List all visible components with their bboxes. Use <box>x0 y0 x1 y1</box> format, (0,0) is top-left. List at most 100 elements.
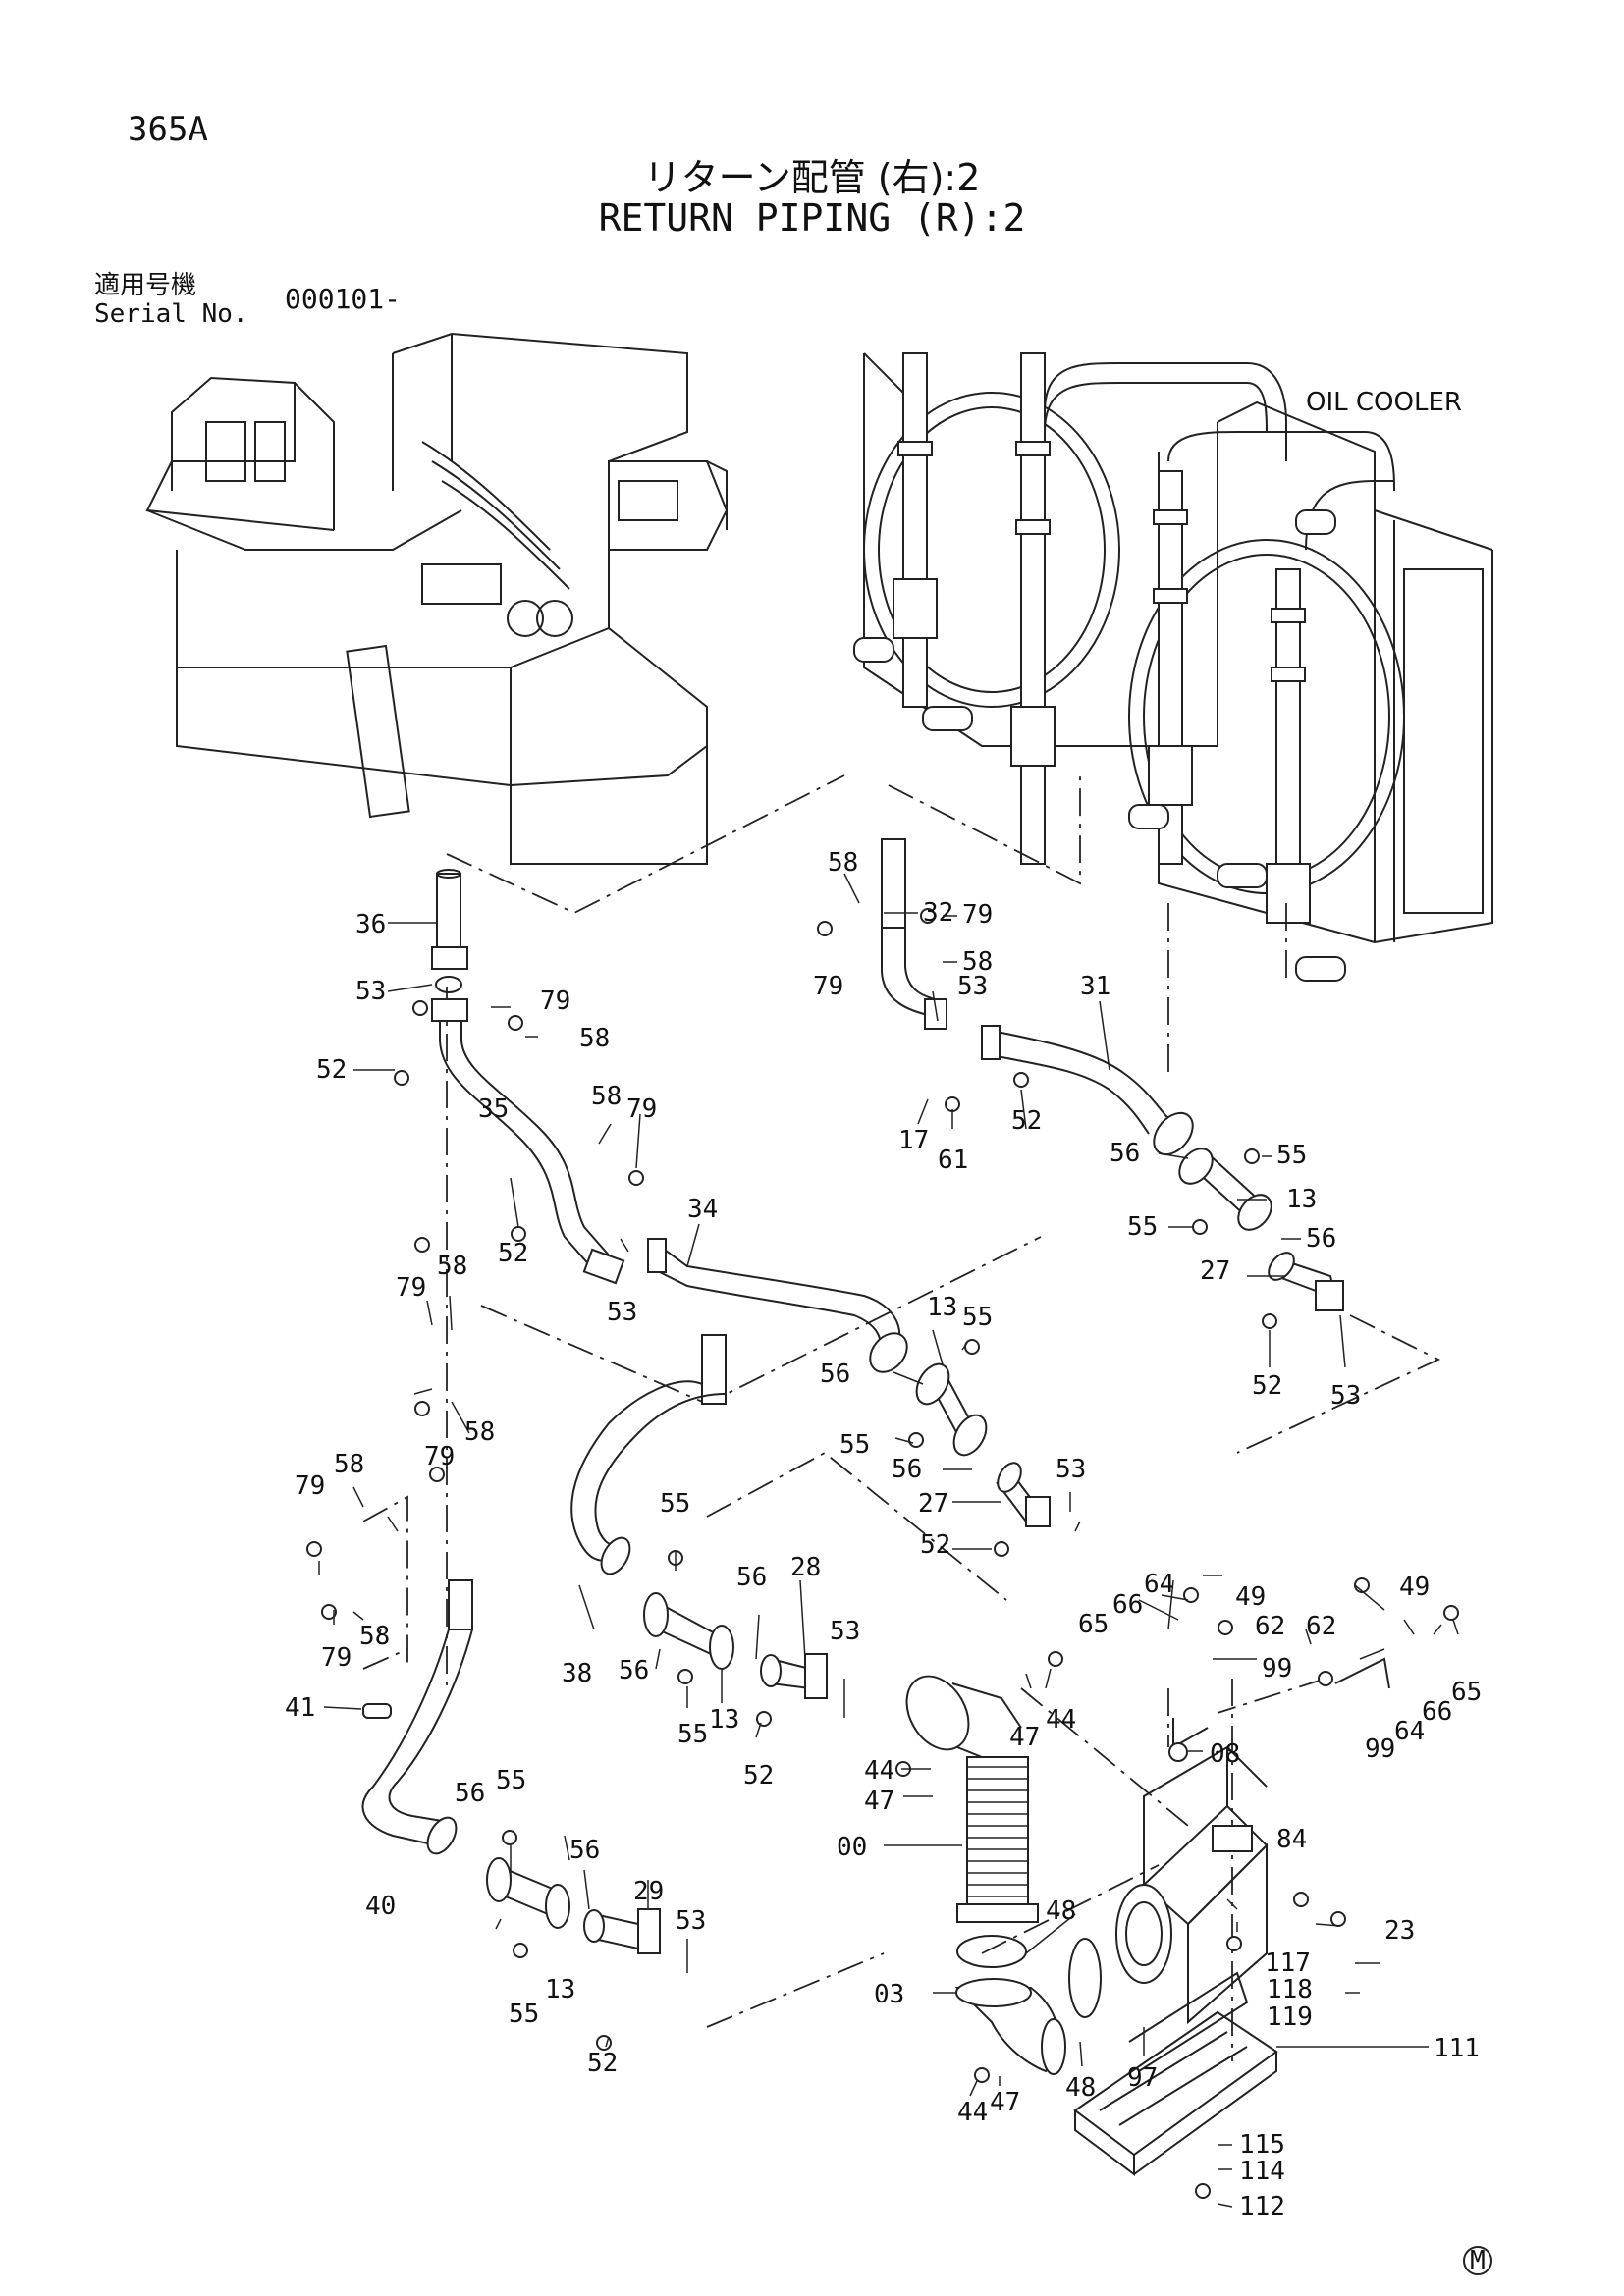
callout-79: 79 <box>321 1643 352 1673</box>
callout-labels: 36 53 79 58 52 35 58 79 52 53 34 58 32 7… <box>285 848 1482 2221</box>
callout-53: 53 <box>957 972 988 1001</box>
callout-48: 48 <box>1065 2073 1096 2103</box>
callout-52: 52 <box>1011 1106 1042 1136</box>
callout-44: 44 <box>957 2098 988 2127</box>
callout-52: 52 <box>743 1761 774 1790</box>
oil-cooler-label: OIL COOLER <box>1306 388 1462 417</box>
callout-61: 61 <box>938 1146 968 1175</box>
callout-41: 41 <box>285 1693 315 1723</box>
page-title-english: RETURN PIPING (R):2 <box>598 196 1026 240</box>
callout-52: 52 <box>920 1530 950 1560</box>
callout-56: 56 <box>1306 1224 1336 1254</box>
callout-56: 56 <box>1110 1139 1140 1168</box>
callout-62: 62 <box>1255 1612 1285 1641</box>
flange-and-bellows-00 <box>905 1675 1039 1923</box>
callout-47: 47 <box>864 1787 894 1816</box>
callout-99: 99 <box>1262 1654 1292 1683</box>
callout-13: 13 <box>709 1705 739 1735</box>
callout-03: 03 <box>874 1980 904 2009</box>
callout-53: 53 <box>676 1906 706 1936</box>
callout-114: 114 <box>1239 2157 1285 2186</box>
callout-52: 52 <box>1252 1371 1282 1401</box>
callout-38: 38 <box>562 1659 592 1688</box>
circled-m-mark: M <box>1463 2246 1492 2275</box>
callout-13: 13 <box>927 1293 957 1322</box>
callout-52: 52 <box>316 1055 347 1085</box>
callout-58: 58 <box>591 1082 622 1111</box>
callout-97: 97 <box>1127 2063 1158 2093</box>
callout-56: 56 <box>619 1656 649 1685</box>
callout-44: 44 <box>1046 1705 1076 1735</box>
callout-66: 66 <box>1112 1590 1143 1620</box>
callout-28: 28 <box>790 1553 821 1582</box>
machine-body-illustration <box>145 332 729 865</box>
callout-79: 79 <box>540 987 570 1016</box>
callout-56: 56 <box>736 1563 767 1592</box>
callout-64: 64 <box>1144 1570 1174 1599</box>
pipe-28-and-29 <box>583 1653 828 1954</box>
callout-79: 79 <box>813 972 843 1001</box>
callout-29: 29 <box>633 1877 664 1906</box>
callout-56: 56 <box>569 1836 600 1865</box>
callout-32: 32 <box>923 898 953 928</box>
callout-47: 47 <box>1009 1723 1040 1752</box>
callout-118: 118 <box>1267 1975 1313 2004</box>
callout-55: 55 <box>496 1766 526 1795</box>
callout-58: 58 <box>359 1622 390 1651</box>
callout-58: 58 <box>334 1450 364 1479</box>
callout-27: 27 <box>918 1489 948 1519</box>
leader-lines <box>318 873 1459 2208</box>
callout-53: 53 <box>1056 1455 1086 1484</box>
callout-99: 99 <box>1365 1735 1395 1764</box>
callout-56: 56 <box>820 1360 850 1389</box>
callout-58: 58 <box>828 848 858 878</box>
callout-64: 64 <box>1394 1717 1425 1746</box>
callout-55: 55 <box>1276 1141 1307 1170</box>
flange-pipe-13-lower <box>486 1592 734 1929</box>
callout-40: 40 <box>365 1892 396 1921</box>
callout-48: 48 <box>1046 1896 1076 1926</box>
pipe-38-and-40 <box>361 1334 727 1855</box>
m-mark-letter: M <box>1470 2246 1486 2275</box>
callout-52: 52 <box>498 1239 528 1268</box>
callout-79: 79 <box>295 1471 325 1501</box>
pipe-35 <box>439 1021 625 1285</box>
callout-44: 44 <box>864 1756 894 1786</box>
serial-label-japanese: 適用号機 <box>94 271 197 300</box>
callout-84: 84 <box>1276 1825 1307 1854</box>
callout-79: 79 <box>424 1442 455 1471</box>
oil-cooler-illustration <box>853 352 1493 982</box>
flange-pipe-13-upper <box>1178 1148 1272 1231</box>
callout-115: 115 <box>1239 2130 1285 2160</box>
callout-55: 55 <box>509 2000 539 2029</box>
callout-36: 36 <box>355 910 386 939</box>
pipe-34 <box>647 1238 908 1373</box>
callout-117: 117 <box>1265 1949 1311 1978</box>
page-code: 365A <box>128 110 208 149</box>
callout-52: 52 <box>587 2049 618 2078</box>
callout-79: 79 <box>396 1273 426 1303</box>
callout-35: 35 <box>478 1095 509 1124</box>
callout-119: 119 <box>1267 2002 1313 2032</box>
callout-112: 112 <box>1239 2192 1285 2221</box>
callout-53: 53 <box>1330 1381 1361 1411</box>
callout-55: 55 <box>962 1303 993 1332</box>
callout-56: 56 <box>455 1779 485 1808</box>
callout-111: 111 <box>1434 2034 1480 2063</box>
callout-55: 55 <box>1127 1212 1158 1242</box>
callout-58: 58 <box>962 947 993 977</box>
callout-62: 62 <box>1306 1612 1336 1641</box>
serial-number-value: 000101- <box>285 283 402 315</box>
callout-31: 31 <box>1080 972 1110 1001</box>
flange-pipe-13-mid <box>915 1362 1051 1527</box>
callout-55: 55 <box>839 1430 870 1460</box>
callout-00: 00 <box>837 1833 867 1862</box>
callout-53: 53 <box>607 1298 637 1327</box>
callout-79: 79 <box>962 900 993 930</box>
callout-47: 47 <box>990 2088 1020 2117</box>
callout-49: 49 <box>1235 1582 1266 1612</box>
callout-65: 65 <box>1078 1610 1109 1639</box>
callout-65: 65 <box>1451 1678 1482 1707</box>
callout-58: 58 <box>464 1417 495 1447</box>
callout-08: 08 <box>1210 1739 1240 1769</box>
